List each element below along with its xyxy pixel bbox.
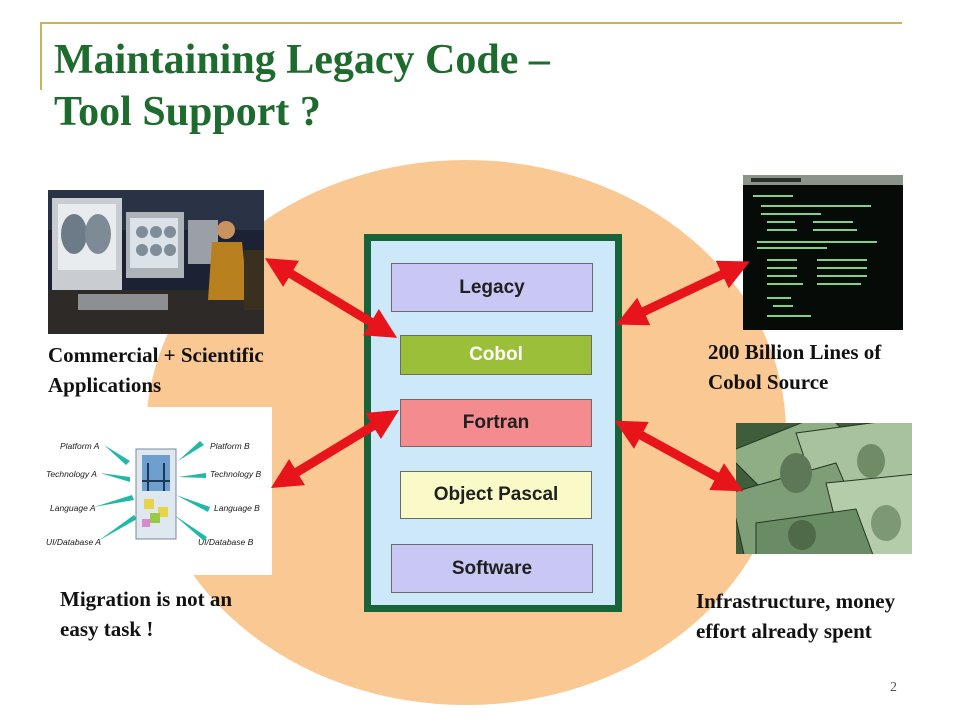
caption-migration: Migration is not an easy task ! <box>60 584 232 644</box>
caption-line: Migration is not an <box>60 587 233 611</box>
mig-left-label-2: Language A <box>50 503 96 513</box>
cobol-code-screen-photo <box>743 175 903 330</box>
scientist-workstation-photo <box>48 190 264 334</box>
slide-title: Maintaining Legacy Code – Tool Support ? <box>54 34 550 138</box>
mig-left-label-1: Technology A <box>46 469 97 479</box>
caption-infrastructure: Infrastructure, money effort already spe… <box>696 586 895 646</box>
title-accent-line <box>40 22 902 24</box>
title-accent-bar <box>40 22 42 90</box>
stack-item-legacy: Legacy <box>391 263 593 312</box>
caption-line: Infrastructure, money <box>696 589 896 613</box>
caption-commercial-scientific: Commercial + Scientific Applications <box>48 340 264 400</box>
stack-item-software: Software <box>391 544 593 593</box>
caption-line: easy task ! <box>60 617 154 641</box>
mig-left-label-0: Platform A <box>60 441 100 451</box>
mig-right-label-0: Platform B <box>210 441 250 451</box>
mig-left-label-3: UI/Database A <box>46 537 101 547</box>
caption-line: Cobol Source <box>708 370 829 394</box>
title-line-2: Tool Support ? <box>54 89 321 135</box>
stack-item-fortran: Fortran <box>400 399 592 447</box>
mig-right-label-3: UI/Database B <box>198 537 254 547</box>
caption-cobol-source: 200 Billion Lines of Cobol Source <box>708 337 881 397</box>
stack-item-object-pascal: Object Pascal <box>400 471 592 519</box>
caption-line: Applications <box>48 373 162 397</box>
money-photo <box>736 423 912 554</box>
caption-line: 200 Billion Lines of <box>708 340 882 364</box>
caption-line: Commercial + Scientific <box>48 343 264 367</box>
caption-line: effort already spent <box>696 619 872 643</box>
mig-right-label-1: Technology B <box>210 469 262 479</box>
stack-item-cobol: Cobol <box>400 335 592 375</box>
title-line-1: Maintaining Legacy Code – <box>54 37 550 83</box>
page-number: 2 <box>890 680 897 695</box>
mig-right-label-2: Language B <box>214 503 260 513</box>
migration-diagram: Platform A Technology A Language A UI/Da… <box>38 407 272 575</box>
